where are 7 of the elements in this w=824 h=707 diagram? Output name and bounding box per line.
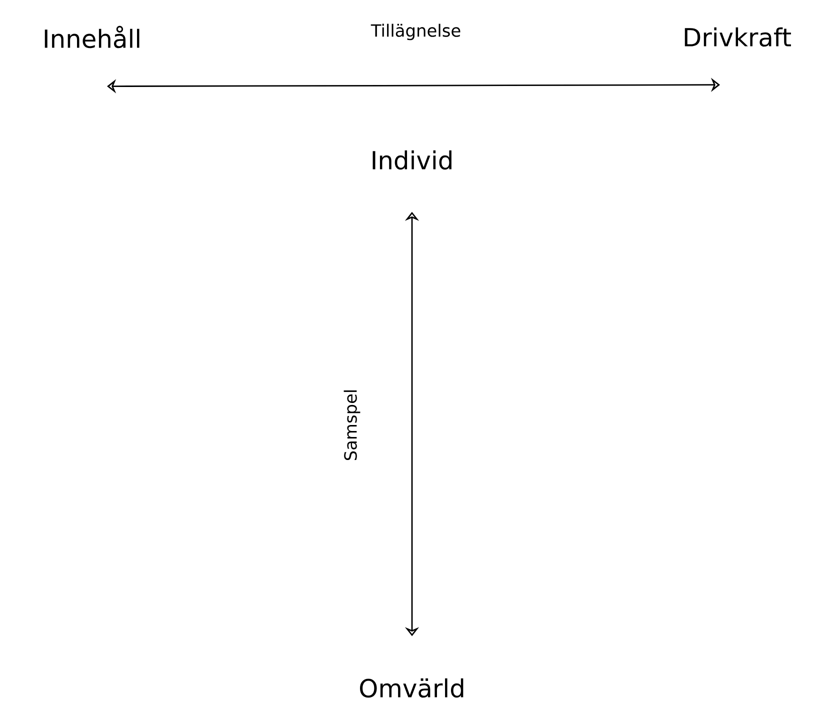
arrow [107, 78, 720, 94]
node-label: Drivkraft [684, 27, 791, 47]
edge-label: Tillägnelse [370, 24, 460, 40]
node-label: Individ [372, 150, 452, 170]
edge-label: Samspel [344, 390, 360, 460]
node-label: Omvärld [360, 678, 464, 698]
node-label: Innehåll [44, 26, 140, 48]
